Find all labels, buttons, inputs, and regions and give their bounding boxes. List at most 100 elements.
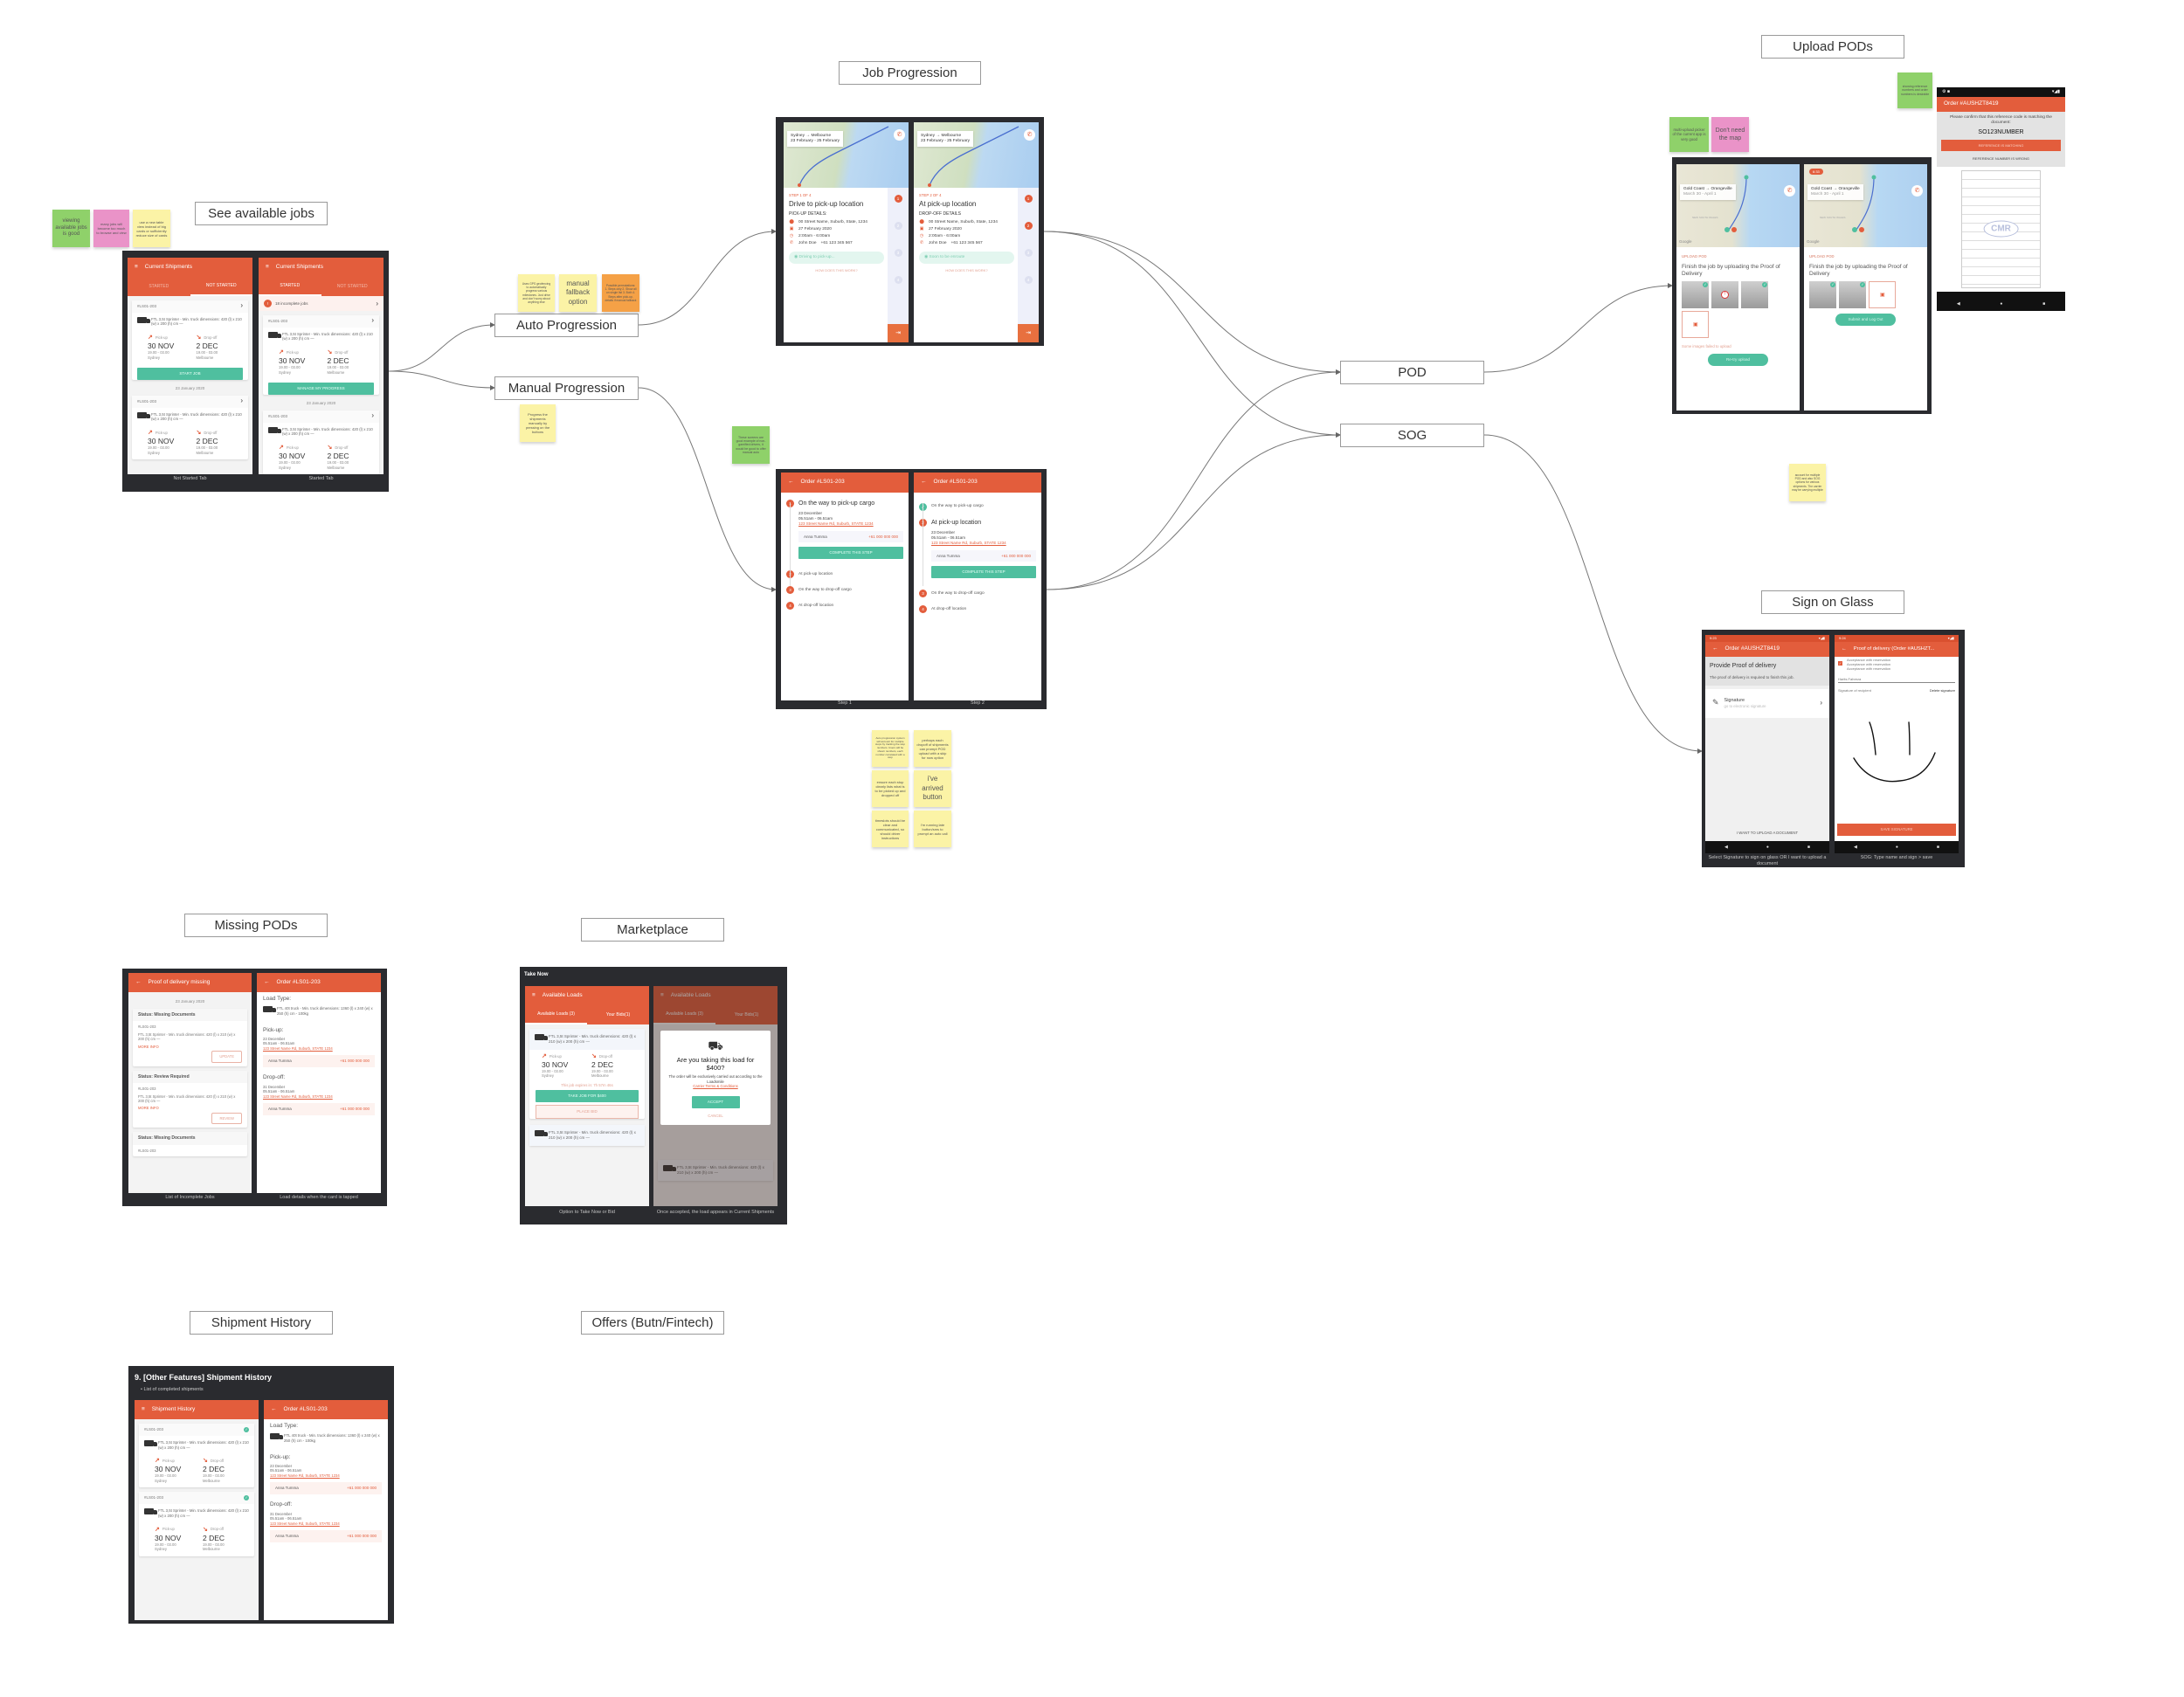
menu-icon[interactable]: ≡ bbox=[660, 991, 664, 998]
take-job-button[interactable]: TAKE JOB FOR $400 bbox=[536, 1090, 639, 1103]
phone-link[interactable]: +61 000 000 000 bbox=[340, 1059, 370, 1064]
address-link[interactable]: 123 Street Name Rd, Suburb, STATE 1234 bbox=[263, 1045, 333, 1051]
pod-image-thumbnail[interactable]: ▣ bbox=[1869, 280, 1896, 308]
home-icon[interactable]: ● bbox=[2000, 301, 2003, 307]
acceptance-checkbox[interactable]: ✓ bbox=[1838, 661, 1842, 666]
back-icon[interactable]: ◀ bbox=[1956, 301, 1960, 307]
phone-call-button[interactable]: ✆ bbox=[1784, 185, 1795, 197]
terms-link[interactable]: Carrier Terms & Conditions bbox=[693, 1084, 738, 1089]
pod-image-thumbnail[interactable]: ✓ bbox=[1809, 280, 1836, 308]
how-does-this-work-link[interactable]: HOW DOES THIS WORK? bbox=[815, 267, 858, 272]
cancel-button[interactable]: CANCEL bbox=[708, 1113, 723, 1118]
back-arrow-icon[interactable]: ← bbox=[264, 978, 270, 985]
retry-upload-button[interactable]: Re-try upload bbox=[1708, 354, 1768, 367]
address-link[interactable]: 123 Street Name Rd, Suburb, STATE 1234 bbox=[270, 1473, 340, 1478]
phone-link[interactable]: +61 000 000 000 bbox=[347, 1534, 377, 1539]
more-info-link[interactable]: MORE INFO bbox=[138, 1044, 159, 1049]
tab-your-bids[interactable]: Your Bids(1) bbox=[605, 1011, 631, 1018]
address-link[interactable]: 123 Street Name Rd, Suburb, STATE 1234 bbox=[798, 521, 874, 526]
reference-matching-button[interactable]: REFERENCE IS MATCHING bbox=[1941, 139, 2061, 151]
menu-icon[interactable]: ≡ bbox=[266, 263, 269, 270]
pod-image-thumbnail[interactable]: ✓ bbox=[1839, 280, 1866, 308]
incomplete-jobs-banner[interactable]: ! 18 incomplete jobs› bbox=[259, 296, 384, 311]
shipment-card[interactable]: #LS01-203✓ FTL 3,5t Sprinter - Min. truc… bbox=[139, 1492, 254, 1556]
phone-link[interactable]: +61 000 000 000 bbox=[347, 1486, 377, 1491]
tab-started[interactable]: STARTED bbox=[149, 283, 169, 289]
back-arrow-icon[interactable]: ← bbox=[921, 479, 927, 486]
load-card[interactable]: FTL 3,5t Sprinter - Min. truck dimension… bbox=[529, 1029, 645, 1120]
check-icon: ✓ bbox=[1762, 281, 1767, 287]
menu-icon[interactable]: ≡ bbox=[532, 991, 536, 998]
connector-pod-upload bbox=[1483, 283, 1673, 373]
phone-call-button[interactable]: ✆ bbox=[1024, 129, 1035, 141]
back-arrow-icon[interactable]: ← bbox=[135, 978, 142, 985]
pod-image-thumbnail[interactable]: ▣ bbox=[1682, 310, 1709, 338]
address-link[interactable]: 123 Street Name Rd, Suburb, STATE 1234 bbox=[270, 1521, 340, 1526]
shipment-id: #LS01-203 bbox=[268, 319, 288, 323]
pod-image-thumbnail[interactable]: ! bbox=[1711, 280, 1738, 308]
complete-step-button[interactable]: COMPLETE THIS STEP bbox=[931, 566, 1036, 579]
tab-not-started[interactable]: NOT STARTED bbox=[190, 277, 252, 296]
recipient-name-input[interactable]: Harits Fahreza bbox=[1838, 677, 1955, 683]
accept-button[interactable]: ACCEPT bbox=[691, 1095, 740, 1108]
load-card[interactable]: FTL 3,5t Sprinter - Min. truck dimension… bbox=[529, 1125, 645, 1146]
menu-icon[interactable]: ≡ bbox=[142, 1405, 145, 1412]
shipment-card[interactable]: #LS01-203› FTL 3,5t Sprinter - Min. truc… bbox=[132, 300, 248, 381]
upload-document-link[interactable]: I WANT TO UPLOAD A DOCUMENT bbox=[1736, 831, 1799, 836]
place-bid-button[interactable]: PLACE BID bbox=[536, 1105, 639, 1120]
back-arrow-icon[interactable]: ← bbox=[1842, 645, 1847, 652]
card-action-button[interactable]: MANAGE MY PROGRESS bbox=[268, 383, 374, 396]
menu-icon[interactable]: ≡ bbox=[135, 263, 138, 270]
reference-wrong-button[interactable]: REFERENCE NUMBER IS WRONG bbox=[1973, 155, 2029, 161]
phone-link[interactable]: +61 000 000 000 bbox=[340, 1107, 370, 1112]
tab-your-bids[interactable]: Your Bids(1) bbox=[734, 1011, 759, 1018]
delete-signature-button[interactable]: Delete signature bbox=[1929, 687, 1955, 693]
back-arrow-icon[interactable]: ← bbox=[271, 1405, 277, 1412]
phone-link[interactable]: +61 000 000 000 bbox=[1001, 553, 1031, 558]
home-icon[interactable]: ● bbox=[1766, 844, 1769, 850]
save-signature-button[interactable]: SAVE SIGNATURE bbox=[1837, 824, 1956, 836]
phone-call-button[interactable]: ✆ bbox=[894, 129, 905, 141]
recents-icon[interactable]: ■ bbox=[2042, 301, 2046, 307]
chevron-right-icon: › bbox=[240, 396, 243, 404]
tab-available-loads[interactable]: Available Loads (3) bbox=[525, 1005, 587, 1024]
submit-logout-button[interactable]: Submit and Log Out bbox=[1835, 313, 1896, 326]
shipment-card[interactable]: #LS01-203› FTL 3,5t Sprinter - Min. truc… bbox=[263, 410, 379, 474]
more-info-link[interactable]: MORE INFO bbox=[138, 1106, 159, 1111]
phone-call-button[interactable]: ✆ bbox=[1911, 185, 1923, 197]
location-pin-icon: ⬤ bbox=[919, 219, 924, 224]
pod-image-thumbnail[interactable]: ✓ bbox=[1682, 280, 1709, 308]
complete-step-button[interactable]: COMPLETE THIS STEP bbox=[798, 547, 903, 560]
back-icon[interactable]: ◀ bbox=[1724, 844, 1728, 850]
recents-icon[interactable]: ■ bbox=[1807, 844, 1810, 850]
address-link[interactable]: 123 Street Name Rd, Suburb, STATE 1234 bbox=[263, 1093, 333, 1099]
missing-pod-card[interactable]: Status: Missing Documents #LS01-203 FTL … bbox=[133, 1008, 247, 1066]
home-icon[interactable]: ● bbox=[1895, 844, 1898, 850]
load-card[interactable]: FTL 3,5t Sprinter - Min. truck dimension… bbox=[658, 1160, 773, 1181]
shipment-card[interactable]: #LS01-203› FTL 3,5t Sprinter - Min. truc… bbox=[263, 315, 379, 396]
phone-link[interactable]: +61 000 000 000 bbox=[868, 534, 898, 539]
tab-not-started[interactable]: NOT STARTED bbox=[336, 283, 368, 289]
tab-available-loads[interactable]: Available Loads (3) bbox=[653, 1005, 715, 1024]
signature-canvas[interactable] bbox=[1835, 700, 1959, 797]
address-link[interactable]: 123 Street Name Rd, Suburb, STATE 1234 bbox=[931, 540, 1006, 545]
card-action-button[interactable]: START JOB bbox=[137, 368, 243, 381]
shipment-card[interactable]: #LS01-203› FTL 3,5t Sprinter - Min. truc… bbox=[132, 395, 248, 460]
recents-icon[interactable]: ■ bbox=[1936, 844, 1939, 850]
back-icon[interactable]: ◀ bbox=[1854, 844, 1857, 850]
missing-pod-card[interactable]: Status: Review Required #LS01-203 FTL 3,… bbox=[133, 1070, 247, 1128]
exit-button[interactable]: ⇥ bbox=[1018, 324, 1039, 342]
exit-button[interactable]: ⇥ bbox=[888, 324, 909, 342]
back-arrow-icon[interactable]: ← bbox=[788, 479, 794, 486]
card-action-button[interactable]: REVIEW bbox=[211, 1112, 242, 1125]
pod-image-thumbnail[interactable]: ✓ bbox=[1741, 280, 1768, 308]
how-does-this-work-link[interactable]: HOW DOES THIS WORK? bbox=[945, 267, 988, 272]
back-arrow-icon[interactable]: ← bbox=[1712, 645, 1718, 652]
missing-pod-card[interactable]: Status: Missing Documents #LS01-203 bbox=[133, 1132, 247, 1157]
label-auto-progression: Auto Progression bbox=[494, 314, 639, 337]
phone-pod-missing-list: ←Proof of delivery missing 23 January 20… bbox=[128, 973, 252, 1193]
card-action-button[interactable]: UPDATE bbox=[211, 1051, 242, 1063]
tab-started[interactable]: STARTED bbox=[259, 277, 321, 296]
shipment-card[interactable]: #LS01-203✓ FTL 3,5t Sprinter - Min. truc… bbox=[139, 1424, 254, 1488]
